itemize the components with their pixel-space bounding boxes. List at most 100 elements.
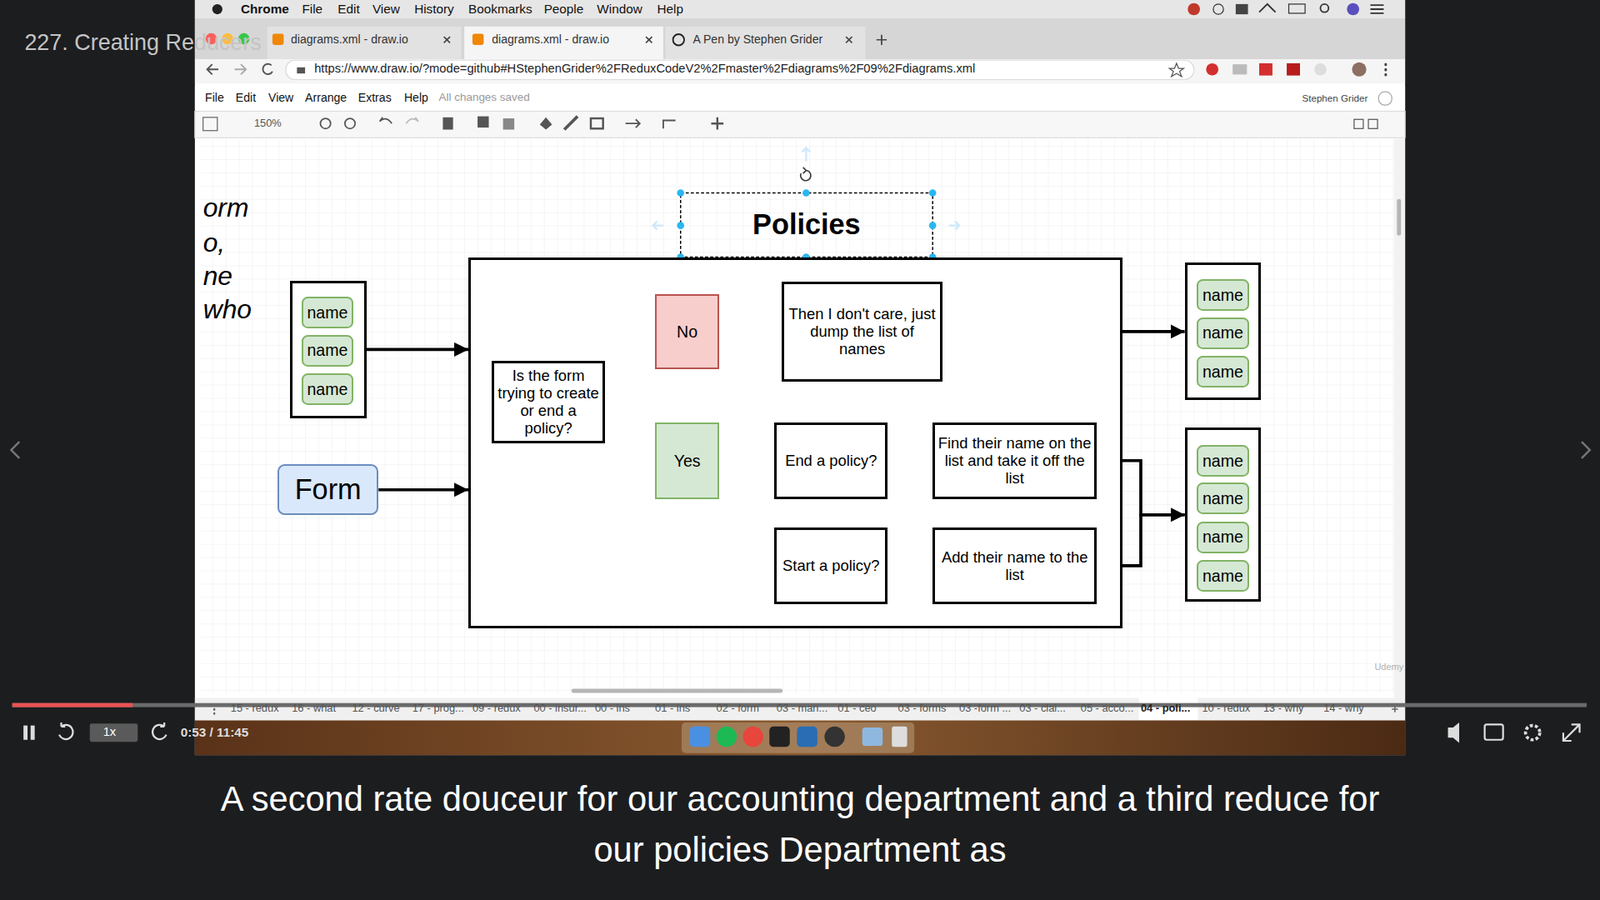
extension-icon: [1232, 64, 1247, 75]
box-text: No: [676, 322, 698, 342]
tab-title: A Pen by Stephen Grider: [692, 33, 823, 45]
name-text: name: [306, 340, 348, 360]
selection-frame: [680, 192, 933, 257]
dock-icon: [796, 726, 817, 747]
tab-title: diagrams.xml - draw.io: [290, 33, 409, 45]
scroll-thumb: [571, 689, 783, 694]
line-icon: [564, 116, 578, 130]
process-box: Start a policy?: [774, 527, 888, 605]
toolbar-icon: [203, 117, 218, 131]
siri-icon: [1346, 3, 1360, 16]
battery-icon: [1289, 4, 1306, 14]
captions-icon: [1485, 724, 1504, 740]
star-icon: [1169, 63, 1184, 77]
list-box: namenamename: [290, 280, 367, 419]
fill-icon: [540, 117, 553, 130]
flow-arrow: [366, 348, 469, 352]
tab-title: diagrams.xml - draw.io: [491, 33, 610, 45]
name-entry: name: [1196, 482, 1249, 515]
name-entry: name: [1196, 279, 1249, 311]
drawio-menu: Help: [404, 91, 429, 104]
cut-off-text: o,: [203, 230, 226, 257]
dock-icon: [891, 726, 907, 747]
address-row: [195, 59, 1405, 84]
canvas: [200, 139, 1394, 695]
name-entry: name: [1196, 355, 1249, 388]
url-text: https://www.draw.io/?mode=github#HStephe…: [314, 62, 975, 75]
dock-icon: [690, 726, 710, 747]
redo-icon: [405, 117, 419, 124]
page-tab: 00 - insur...: [533, 703, 587, 715]
page-tab: 04 - poli...: [1140, 703, 1190, 715]
list-box: name name name: [1185, 262, 1262, 400]
handle: [676, 189, 685, 197]
format-icon: [1368, 119, 1378, 129]
app-menu: Chrome: [240, 2, 290, 15]
yes-box: Yes: [655, 422, 720, 500]
name-text: name: [1202, 527, 1244, 547]
handle: [929, 221, 937, 230]
drawio-menu: Extras: [358, 91, 392, 104]
name-text: name: [1202, 285, 1244, 305]
dock-icon: [862, 727, 883, 746]
page-tab: 16 - what: [291, 703, 336, 715]
app-menu: Help: [657, 2, 684, 15]
back-button: [207, 64, 219, 75]
page-tab-active: [1139, 698, 1199, 721]
settings-icon: [1525, 725, 1540, 740]
user-name: Stephen Grider: [1301, 93, 1368, 104]
globe-icon: [1378, 91, 1392, 105]
page-tab: 13 - why: [1263, 703, 1305, 715]
box-text: Form: [295, 473, 362, 506]
drawio-menu: View: [268, 91, 294, 104]
name-entry: name: [301, 296, 353, 329]
save-status: All changes saved: [439, 91, 530, 103]
video-title: 227. Creating Reducers: [24, 31, 261, 55]
next-arrow: [1581, 441, 1590, 459]
name-entry: name: [1196, 521, 1249, 554]
browser-window: [195, 0, 1405, 755]
process-box: End a policy?: [774, 422, 888, 500]
page-tab: 03 - man...: [776, 703, 828, 715]
favicon: [673, 34, 685, 45]
progress-played: [12, 703, 133, 708]
name-entry: name: [1196, 445, 1249, 477]
lock-icon: [296, 67, 305, 74]
delete-icon: [442, 117, 453, 130]
name-entry: name: [1196, 317, 1249, 350]
fullscreen-icon: [1563, 724, 1580, 741]
dock-icon: [769, 726, 790, 747]
name-text: name: [306, 303, 348, 323]
name-text: name: [1202, 451, 1244, 471]
box-text: Find their name on the list and take it …: [938, 434, 1092, 487]
connector-icon: [625, 119, 640, 128]
to-front-icon: [477, 116, 489, 128]
tray-icon: [1187, 3, 1200, 16]
cut-off-text: who: [203, 296, 252, 324]
page-tab: 03 - clai...: [1019, 703, 1066, 715]
shadow-icon: [590, 118, 604, 129]
wifi-icon: [1259, 4, 1276, 13]
app-menu: Edit: [337, 2, 360, 15]
app-menu: People: [544, 2, 585, 15]
box-text: Start a policy?: [782, 556, 880, 575]
cut-off-text: orm: [203, 195, 250, 222]
handle: [929, 189, 937, 197]
drawio-menu: Edit: [235, 91, 256, 104]
process-box: Add their name to the list: [932, 527, 1097, 605]
canvas-grid: [200, 139, 1394, 695]
app-menu: Window: [596, 2, 642, 15]
box-heading: Policies: [680, 192, 933, 257]
apple-logo: [212, 4, 223, 15]
favicon: [472, 33, 484, 45]
scroll-thumb: [1396, 199, 1401, 236]
waypoint-icon: [663, 120, 676, 129]
favicon: [272, 33, 284, 45]
insert-icon: [710, 117, 724, 130]
name-text: name: [1202, 566, 1244, 586]
browser-tab: [665, 26, 865, 60]
tray-icon: [1235, 4, 1249, 15]
name-text: name: [1202, 362, 1244, 382]
extension-icon: [1205, 63, 1219, 76]
